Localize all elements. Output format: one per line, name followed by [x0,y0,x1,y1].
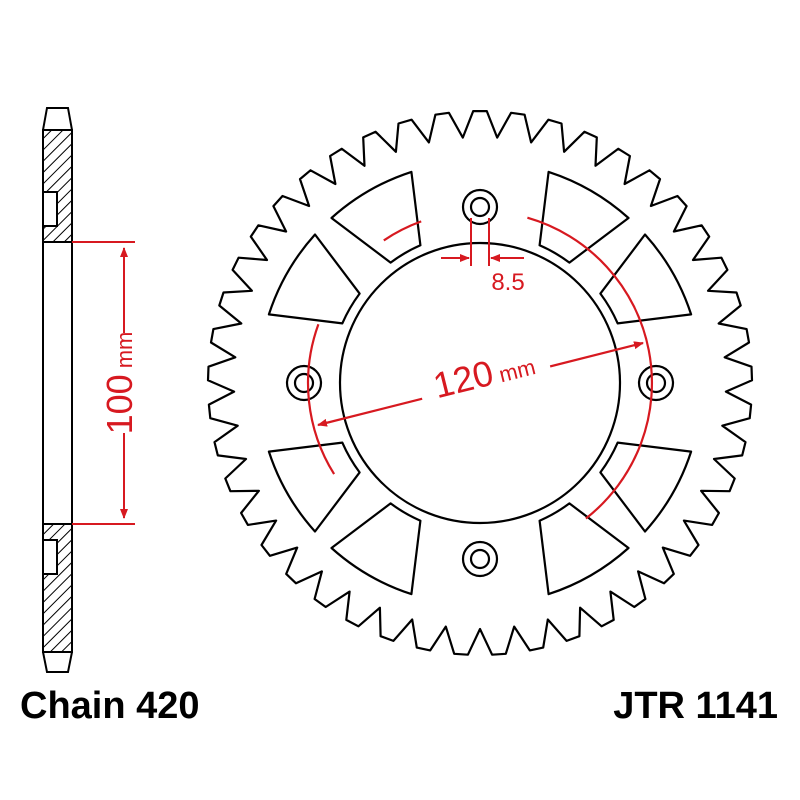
lightening-hole [538,170,630,264]
lightening-hole [538,502,630,596]
lightening-hole [330,502,422,596]
svg-text:100mm: 100 mm [99,332,140,435]
bolt-hole [469,196,491,218]
lightening-hole [599,233,693,325]
pitch-circle-arc-right [527,216,653,520]
side-profile-view [42,107,73,673]
lightening-hole [330,170,422,264]
bolt-hole [645,372,667,394]
bolt-hole [469,548,491,570]
center-bore-dimension: 120mm [317,340,644,427]
pitch-circle-arc-left [306,323,336,475]
sprocket-tooth-outline [206,110,754,656]
lightening-hole [599,441,693,533]
part-number: JTR 1141 [613,685,778,727]
bolt-hole [293,372,315,394]
pitch-circle-arc-top-left [383,220,422,242]
bolt-slot-top [42,191,58,227]
chain-label: Chain 420 [20,685,200,727]
pitch-circle-arcs [306,216,653,520]
bolt-hole-value: 8.5 [491,269,524,296]
bolt-slot-bottom [42,539,58,575]
sprocket-front-view [206,110,754,656]
lightening-hole [267,233,361,325]
lightening-hole [267,441,361,533]
bolt-hole-dimension [441,218,524,266]
side-width-value: 100 [99,374,140,434]
side-width-unit: mm [112,332,137,369]
